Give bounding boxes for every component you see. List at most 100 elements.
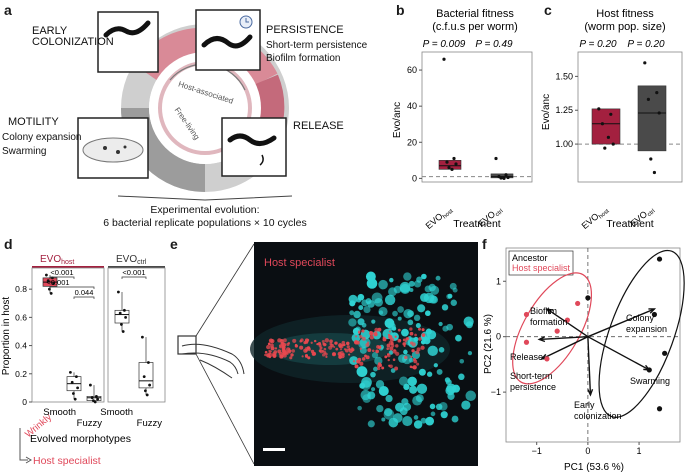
c-point bbox=[655, 91, 659, 95]
e-bacterium bbox=[329, 339, 333, 344]
e-bacterium bbox=[381, 366, 385, 370]
e-bacterium bbox=[292, 338, 297, 343]
scale-bar bbox=[263, 448, 285, 451]
e-cyan-cell bbox=[403, 308, 413, 319]
e-cyan-cell bbox=[427, 345, 438, 356]
e-bacterium bbox=[305, 348, 308, 352]
e-cyan-cell bbox=[435, 403, 443, 411]
d-point bbox=[75, 375, 78, 379]
d-sig-4: <0.001 bbox=[122, 268, 145, 277]
e-cyan-cell bbox=[375, 380, 385, 389]
e-cyan-cell bbox=[353, 310, 361, 319]
e-bacterium bbox=[377, 362, 382, 366]
c-point bbox=[609, 112, 613, 116]
panel-label-a: a bbox=[4, 2, 12, 18]
e-bacterium bbox=[361, 336, 366, 341]
e-cyan-cell bbox=[378, 279, 388, 290]
e-bacterium bbox=[317, 342, 322, 346]
e-bacterium bbox=[313, 339, 317, 343]
e-bacterium bbox=[333, 352, 336, 356]
f-ylabel: PC2 (21.6 %) bbox=[483, 314, 494, 374]
c-point bbox=[646, 97, 650, 101]
f-loading-arrow bbox=[587, 336, 650, 371]
c-point bbox=[603, 146, 607, 150]
f-ytick-label: 1 bbox=[496, 276, 501, 286]
c-point bbox=[657, 111, 661, 115]
e-cyan-cell bbox=[397, 316, 402, 321]
e-bacterium bbox=[367, 348, 372, 353]
c-title1: Host fitness bbox=[596, 8, 654, 20]
e-bacterium bbox=[299, 345, 304, 350]
e-bacterium bbox=[390, 341, 394, 346]
e-bacterium bbox=[409, 331, 414, 336]
d-point bbox=[76, 386, 79, 390]
d-ytick-label: 0.6 bbox=[15, 312, 27, 322]
d-point bbox=[48, 287, 51, 291]
f-xtick-label: 1 bbox=[637, 446, 642, 456]
e-bacterium bbox=[387, 358, 390, 362]
d-x-fuzzy2: Fuzzy bbox=[137, 418, 163, 429]
c-ytick-label: 1.50 bbox=[555, 71, 573, 81]
b-point bbox=[499, 176, 503, 180]
b-point bbox=[450, 167, 454, 171]
e-cyan-cell bbox=[413, 280, 422, 288]
f-point bbox=[662, 350, 668, 356]
d-point bbox=[118, 311, 122, 315]
e-cyan-cell bbox=[445, 385, 455, 396]
b-point bbox=[442, 57, 446, 61]
d-point bbox=[123, 308, 126, 312]
f-point bbox=[575, 300, 581, 307]
e-bacterium bbox=[294, 343, 298, 347]
e-cyan-cell bbox=[397, 306, 404, 313]
e-bacterium bbox=[277, 338, 282, 343]
d-frame-host bbox=[31, 267, 105, 403]
e-bacterium bbox=[405, 337, 409, 341]
f-point bbox=[646, 367, 652, 373]
d-ylabel: Proportion in host bbox=[1, 297, 12, 376]
e-bacterium bbox=[346, 341, 350, 346]
e-cyan-cell bbox=[455, 334, 462, 342]
d-point bbox=[52, 282, 55, 285]
e-cyan-cell bbox=[430, 285, 440, 295]
e-cyan-cell bbox=[450, 299, 457, 306]
e-cyan-cell bbox=[421, 273, 427, 280]
caption-bracket bbox=[117, 195, 293, 201]
e-bacterium bbox=[324, 338, 330, 343]
e-cyan-cell bbox=[403, 272, 412, 281]
d-specialist-label: Host specialist bbox=[33, 455, 101, 467]
e-bacterium bbox=[357, 357, 362, 362]
e-cyan-cell bbox=[430, 411, 436, 417]
e-cyan-cell bbox=[389, 277, 394, 283]
e-bacterium bbox=[329, 342, 333, 346]
e-bacterium bbox=[344, 348, 349, 353]
b-point bbox=[494, 156, 498, 161]
e-cyan-cell bbox=[424, 310, 431, 317]
d-point bbox=[73, 397, 77, 401]
e-bacterium bbox=[397, 328, 401, 332]
e-cyan-cell bbox=[423, 292, 435, 304]
release-box bbox=[221, 117, 287, 177]
motility-sub1: Colony expansion bbox=[2, 132, 82, 143]
e-cyan-cell bbox=[358, 339, 368, 349]
d-point bbox=[90, 396, 94, 400]
e-bacterium bbox=[394, 335, 397, 338]
e-cyan-cell bbox=[385, 394, 393, 403]
e-bacterium bbox=[387, 333, 391, 337]
e-bacterium bbox=[409, 327, 413, 331]
e-bacterium bbox=[353, 340, 359, 345]
d-x-smooth2: Smooth bbox=[100, 407, 133, 418]
d-point bbox=[142, 375, 146, 379]
e-bacterium bbox=[421, 328, 425, 332]
e-cyan-cell bbox=[401, 328, 409, 337]
d-point bbox=[69, 370, 72, 374]
e-bacterium bbox=[361, 357, 366, 361]
e-bacterium bbox=[267, 342, 271, 346]
e-bacterium bbox=[411, 349, 415, 353]
e-bacterium bbox=[365, 342, 370, 347]
e-cyan-cell bbox=[417, 304, 426, 313]
e-cyan-cell bbox=[371, 319, 376, 324]
d-sig-3: 0.044 bbox=[75, 288, 94, 297]
b-title2: (c.f.u.s per worm) bbox=[432, 21, 518, 33]
e-bacterium bbox=[333, 345, 336, 348]
